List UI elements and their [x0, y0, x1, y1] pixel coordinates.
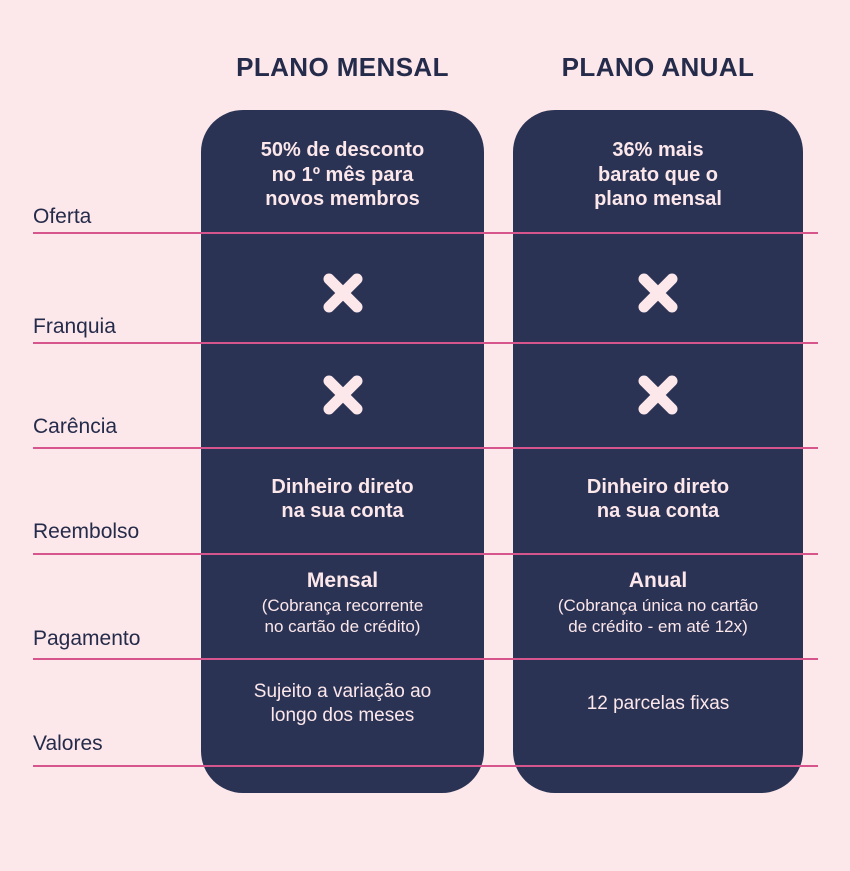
- cell-valores-monthly: Sujeito a variação ao longo dos meses: [201, 675, 484, 733]
- cross-icon: [323, 375, 362, 415]
- row-label-oferta: Oferta: [33, 205, 92, 228]
- row-label-reembolso: Reembolso: [33, 520, 140, 543]
- cell-oferta-annual: 36% mais barato que o plano mensal: [513, 130, 803, 220]
- row-divider: [33, 232, 818, 234]
- cell-subtext: (Cobrança recorrente no cartão de crédit…: [261, 596, 424, 636]
- row-divider: [33, 658, 818, 660]
- cell-pagamento-annual: Anual (Cobrança única no cartão de crédi…: [513, 561, 803, 645]
- cell-franquia-annual: [513, 268, 803, 318]
- plan-card-annual: [513, 110, 803, 793]
- row-label-pagamento: Pagamento: [33, 627, 141, 650]
- cell-text: Dinheiro direto na sua conta: [271, 475, 414, 522]
- cell-title: Anual: [628, 569, 688, 593]
- plan-cards: [0, 110, 850, 793]
- cell-franquia-monthly: [201, 268, 484, 318]
- cell-text: 50% de desconto no 1º mês para novos mem…: [260, 139, 425, 211]
- cell-reembolso-annual: Dinheiro direto na sua conta: [513, 470, 803, 528]
- row-divider: [33, 553, 818, 555]
- plan-card-monthly: [201, 110, 484, 793]
- cell-subtext: (Cobrança única no cartão de crédito - e…: [557, 596, 759, 636]
- row-divider: [33, 765, 818, 767]
- cell-text: 36% mais barato que o plano mensal: [594, 139, 722, 211]
- cross-icon: [638, 375, 678, 415]
- cell-text: 12 parcelas fixas: [586, 693, 730, 715]
- cell-reembolso-monthly: Dinheiro direto na sua conta: [201, 470, 484, 528]
- column-header-monthly: PLANO MENSAL: [236, 52, 449, 82]
- column-headers: PLANO MENSAL PLANO ANUAL: [0, 52, 850, 92]
- cell-pagamento-monthly: Mensal (Cobrança recorrente no cartão de…: [201, 561, 484, 645]
- row-divider: [33, 447, 818, 449]
- cell-title: Mensal: [306, 569, 379, 593]
- cell-carencia-monthly: [201, 370, 484, 420]
- cell-text: Sujeito a variação ao longo dos meses: [253, 681, 432, 726]
- cell-carencia-annual: [513, 370, 803, 420]
- cross-icon: [638, 273, 678, 313]
- cell-valores-annual: 12 parcelas fixas: [513, 675, 803, 733]
- row-label-valores: Valores: [33, 732, 103, 755]
- cross-icon: [323, 273, 362, 313]
- row-divider: [33, 342, 818, 344]
- cell-text: Dinheiro direto na sua conta: [586, 475, 730, 522]
- cell-oferta-monthly: 50% de desconto no 1º mês para novos mem…: [201, 130, 484, 220]
- row-label-carencia: Carência: [33, 415, 118, 438]
- row-label-franquia: Franquia: [33, 315, 116, 338]
- column-header-annual: PLANO ANUAL: [561, 52, 755, 82]
